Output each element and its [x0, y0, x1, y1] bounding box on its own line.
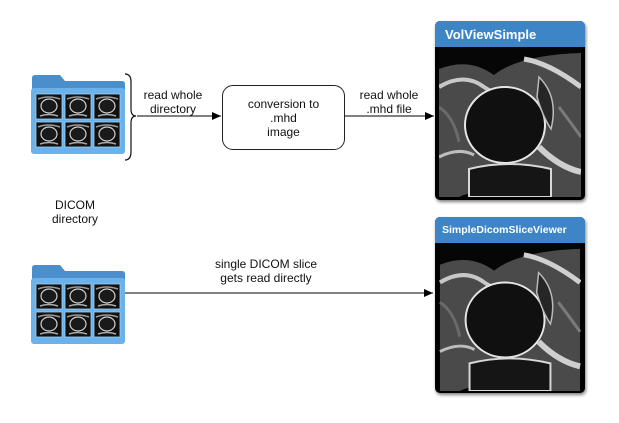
conversion-process-box: conversion to .mhd image — [222, 85, 345, 150]
simpledicomsliceviewer-window[interactable]: SimpleDicomSliceViewer — [435, 217, 585, 393]
window-title: VolViewSimple — [435, 21, 585, 47]
mri-thumbnail-icon — [64, 93, 92, 120]
mri-thumbnail-icon — [64, 121, 92, 148]
mri-thumbnail-icon — [35, 283, 63, 310]
mri-thumbnail-icon — [64, 311, 92, 338]
mri-thumbnail-icon — [35, 311, 63, 338]
dicom-directory-label: DICOM directory — [51, 198, 98, 226]
read-whole-mhd-label: read whole .mhd file — [359, 88, 419, 116]
mri-thumbnail-icon — [64, 283, 92, 310]
folder-icon — [30, 74, 126, 161]
brace-icon — [124, 73, 137, 161]
folder-icon — [30, 264, 126, 351]
mri-thumbnail-icon — [35, 93, 63, 120]
mri-image — [439, 47, 581, 197]
mri-thumbnail-icon — [93, 283, 121, 310]
mri-thumbnail-icon — [93, 121, 121, 148]
mri-thumbnail-icon — [93, 93, 121, 120]
mri-thumbnail-icon — [93, 311, 121, 338]
read-whole-directory-label: read whole directory — [143, 88, 203, 116]
window-title: SimpleDicomSliceViewer — [435, 217, 585, 243]
volviewsimple-window[interactable]: VolViewSimple — [435, 21, 585, 200]
mri-image — [439, 243, 581, 391]
single-slice-label: single DICOM slice gets read directly — [214, 257, 318, 285]
conversion-label: conversion to .mhd image — [247, 96, 320, 139]
mri-thumbnail-icon — [35, 121, 63, 148]
